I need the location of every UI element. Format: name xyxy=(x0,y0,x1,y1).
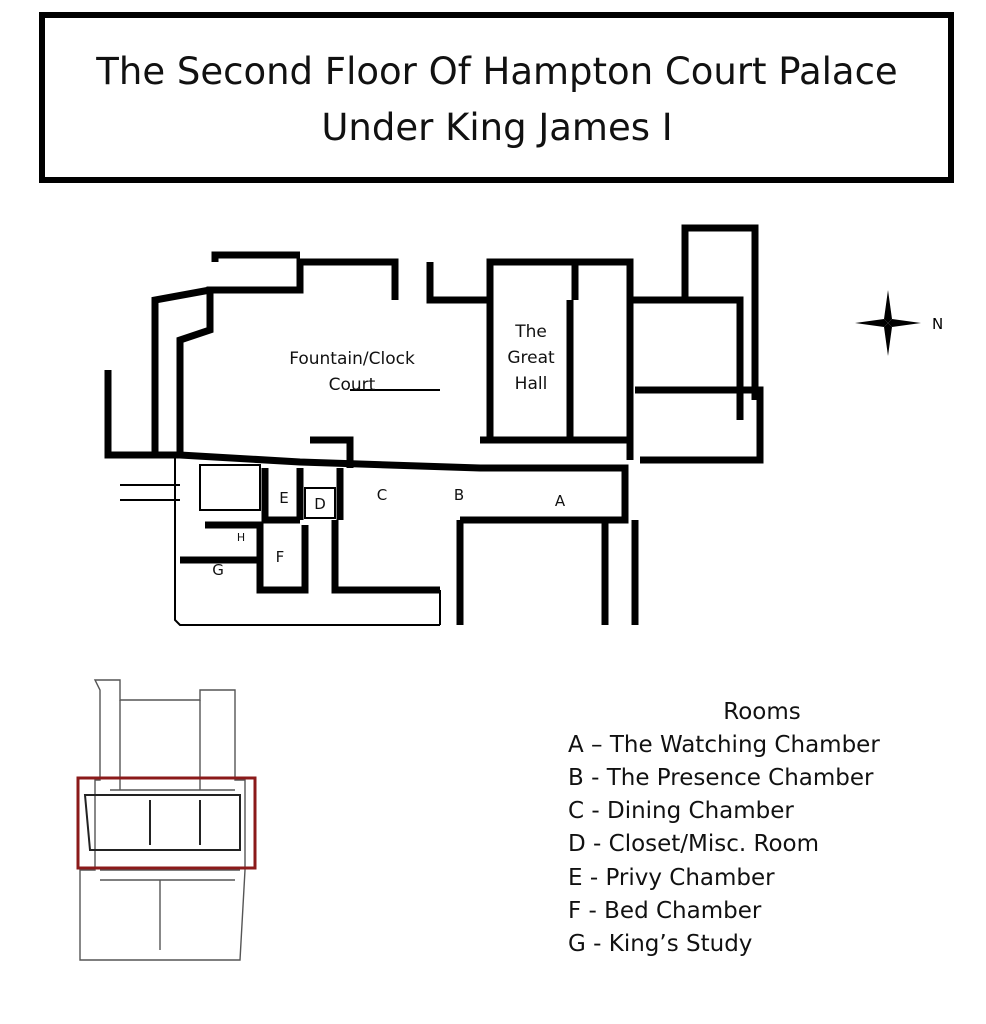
room-d: D xyxy=(314,495,326,513)
main-floor-plan: Fountain/Clock Court The Great Hall A B … xyxy=(104,224,764,626)
room-g: G xyxy=(212,561,224,579)
hall-label-3: Hall xyxy=(515,374,548,394)
room-b: B xyxy=(454,486,464,504)
legend-item: D - Closet/Misc. Room xyxy=(568,831,819,857)
north-label: N xyxy=(932,315,943,333)
legend-item: E - Privy Chamber xyxy=(568,865,775,891)
rooms-legend: Rooms A – The Watching Chamber B - The P… xyxy=(568,699,880,957)
legend-item: G - King’s Study xyxy=(568,931,752,957)
legend-heading: Rooms xyxy=(723,699,800,725)
court-label-1: Fountain/Clock xyxy=(289,349,415,369)
room-a: A xyxy=(555,492,566,510)
hall-label-1: The xyxy=(514,322,547,342)
room-h: H xyxy=(237,531,245,544)
room-e: E xyxy=(279,489,288,507)
court-label-2: Court xyxy=(329,375,376,395)
title-line-1: The Second Floor Of Hampton Court Palace xyxy=(95,50,897,93)
legend-item: F - Bed Chamber xyxy=(568,898,762,924)
room-f: F xyxy=(276,548,285,566)
legend-item: C - Dining Chamber xyxy=(568,798,794,824)
locator-map xyxy=(76,679,257,961)
title-box: The Second Floor Of Hampton Court Palace… xyxy=(39,12,954,183)
legend-item: B - The Presence Chamber xyxy=(568,765,874,791)
compass-rose-icon: N xyxy=(855,290,943,356)
title-line-2: Under King James I xyxy=(321,106,672,149)
legend-item: A – The Watching Chamber xyxy=(568,732,880,758)
hall-label-2: Great xyxy=(507,348,555,368)
room-c: C xyxy=(377,486,387,504)
locator-highlight xyxy=(76,776,257,870)
